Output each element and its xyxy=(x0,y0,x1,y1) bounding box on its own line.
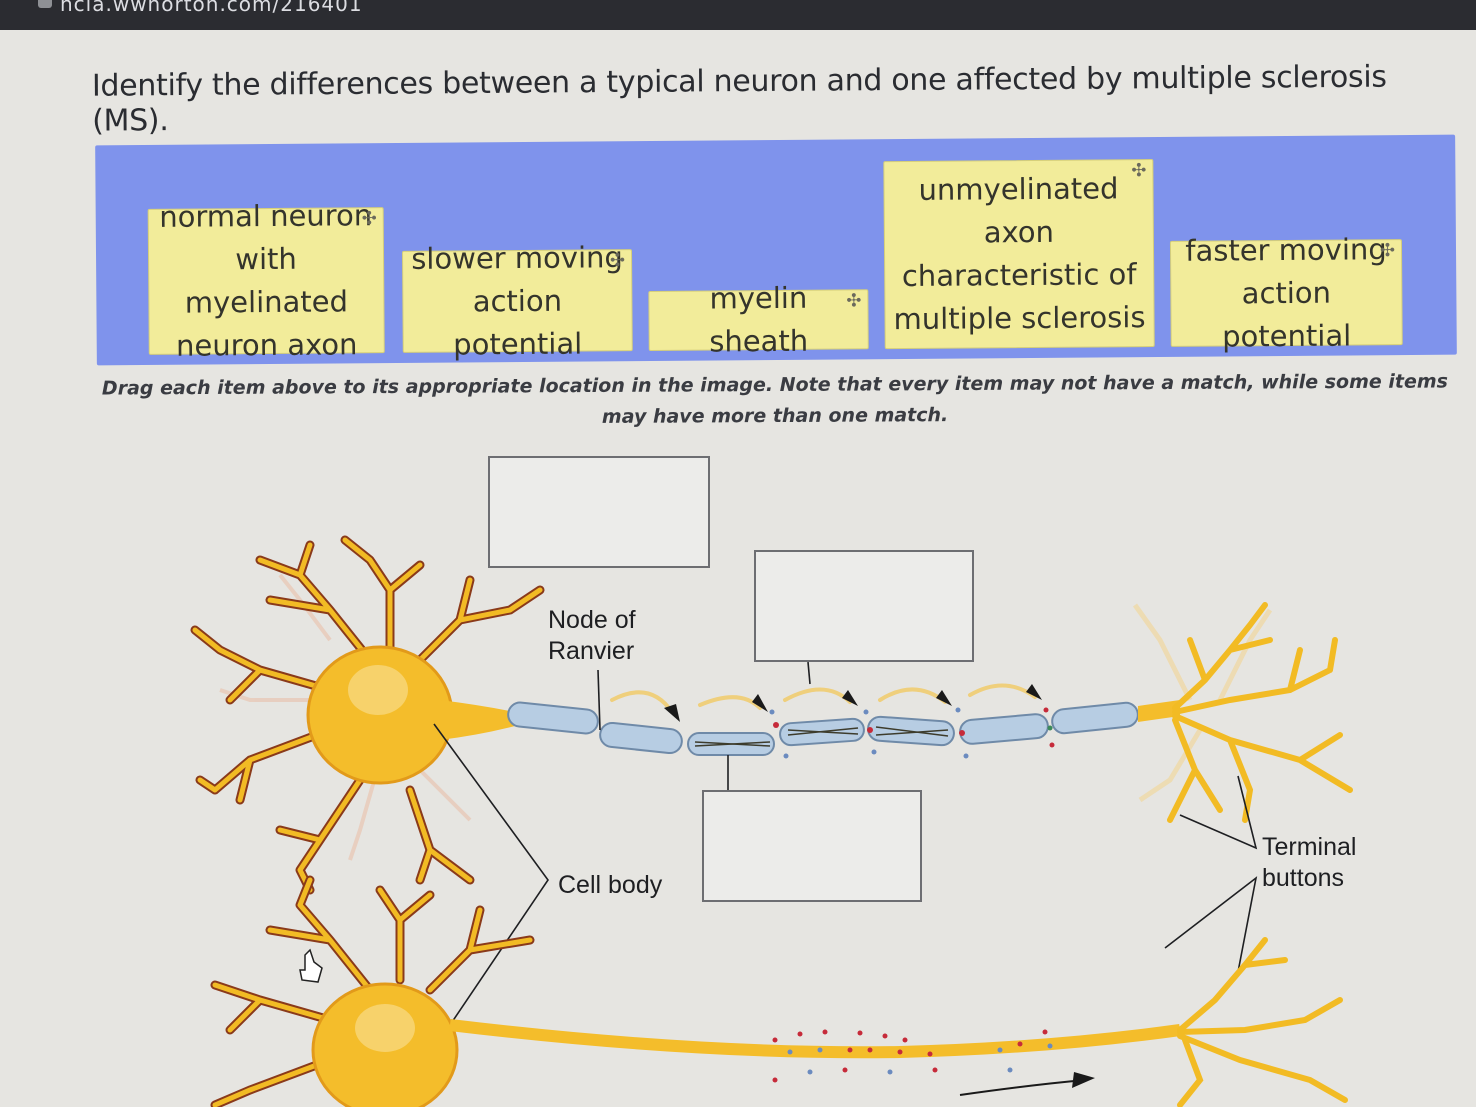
hand-pointer-icon xyxy=(299,948,323,983)
drop-zone-upper-right[interactable] xyxy=(754,550,974,662)
label-terminal-buttons: Terminal buttons xyxy=(1262,833,1357,892)
drop-zone-top[interactable] xyxy=(488,456,710,568)
address-bar-url[interactable]: ncia.wwnorton.com/216401 xyxy=(60,0,363,16)
label-cell-body: Cell body xyxy=(558,871,663,899)
drop-zone-middle[interactable] xyxy=(702,790,922,902)
site-favicon-icon xyxy=(38,0,52,8)
label-node-of-ranvier: Node of Ranvier xyxy=(548,606,636,665)
top-neuron xyxy=(190,535,1353,1029)
browser-top-bar: ncia.wwnorton.com/216401 xyxy=(0,0,1476,30)
bottom-neuron xyxy=(210,875,1348,1107)
